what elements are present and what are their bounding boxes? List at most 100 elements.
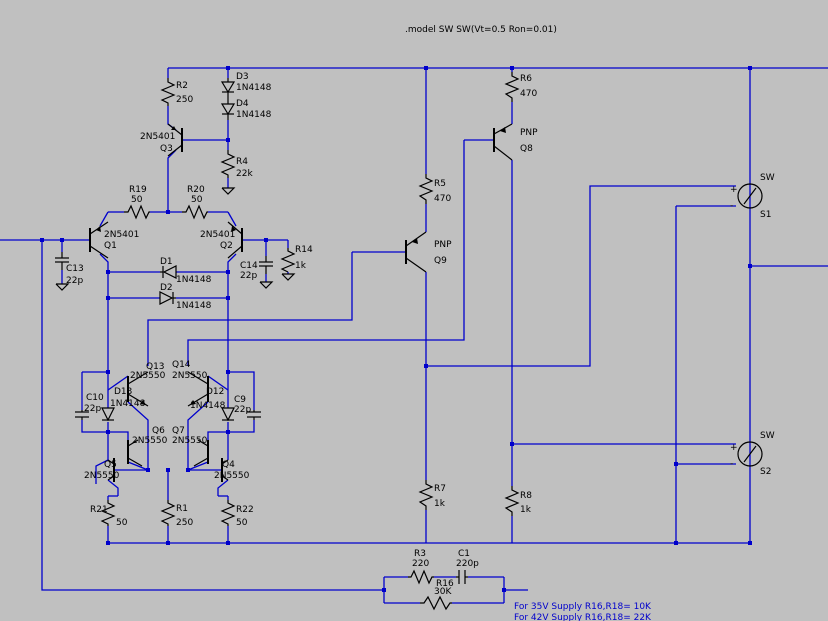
svg-text:Q3: Q3 bbox=[160, 144, 173, 154]
svg-text:R7: R7 bbox=[434, 484, 446, 494]
svg-text:Q4: Q4 bbox=[222, 460, 235, 470]
svg-text:22p: 22p bbox=[234, 405, 251, 415]
svg-text:D1: D1 bbox=[160, 257, 173, 267]
svg-text:Q14: Q14 bbox=[172, 360, 191, 370]
svg-text:1k: 1k bbox=[295, 261, 307, 271]
supply-note-line-1: For 35V Supply R16,R18= 10K bbox=[514, 602, 652, 612]
svg-text:R8: R8 bbox=[520, 491, 532, 501]
switch-s1: + - SW S1 bbox=[730, 173, 775, 220]
diode-d3: D3 1N4148 bbox=[220, 72, 272, 98]
svg-text:SW: SW bbox=[760, 173, 775, 183]
svg-text:1N4148: 1N4148 bbox=[236, 110, 272, 120]
svg-text:C9: C9 bbox=[234, 395, 246, 405]
svg-text:470: 470 bbox=[520, 89, 537, 99]
svg-text:1N4148: 1N4148 bbox=[110, 399, 146, 409]
resistor-r1: R1 250 bbox=[160, 500, 193, 528]
svg-text:Q13: Q13 bbox=[146, 362, 165, 372]
diode-d13: D13 1N4148 bbox=[101, 387, 146, 422]
svg-text:220: 220 bbox=[412, 559, 429, 569]
svg-text:C10: C10 bbox=[86, 393, 104, 403]
resistor-r3: R3 220 bbox=[408, 549, 434, 585]
transistor-q1: 2N5401 Q1 bbox=[89, 221, 139, 259]
diode-d2: D2 1N4148 bbox=[159, 283, 212, 311]
supply-note-line-2: For 42V Supply R16,R18= 22K bbox=[514, 613, 652, 621]
svg-text:Q5: Q5 bbox=[104, 460, 117, 470]
transistor-q14: Q14 2N5550 bbox=[172, 360, 209, 407]
transistor-q2: 2N5401 Q2 bbox=[200, 221, 243, 259]
svg-text:-: - bbox=[730, 459, 733, 469]
diode-d4: D4 1N4148 bbox=[220, 98, 272, 120]
svg-text:Q1: Q1 bbox=[104, 241, 117, 251]
svg-text:1N4148: 1N4148 bbox=[176, 301, 212, 311]
svg-text:R22: R22 bbox=[236, 505, 254, 515]
svg-text:Q8: Q8 bbox=[520, 144, 533, 154]
svg-text:R21: R21 bbox=[90, 505, 108, 515]
svg-text:R19: R19 bbox=[129, 185, 147, 195]
svg-text:30K: 30K bbox=[434, 587, 452, 597]
svg-text:C14: C14 bbox=[240, 261, 258, 271]
resistor-r2: R2 250 bbox=[160, 78, 193, 106]
svg-text:R4: R4 bbox=[236, 157, 248, 167]
svg-text:2N5401: 2N5401 bbox=[140, 132, 175, 142]
svg-text:1k: 1k bbox=[434, 499, 446, 509]
resistor-r14: R14 1k bbox=[280, 245, 313, 281]
svg-text:2N5550: 2N5550 bbox=[130, 371, 166, 381]
svg-text:2N5401: 2N5401 bbox=[200, 230, 235, 240]
svg-text:D3: D3 bbox=[236, 72, 249, 82]
svg-text:50: 50 bbox=[116, 518, 128, 528]
resistor-r20: R20 50 bbox=[182, 185, 208, 220]
svg-text:PNP: PNP bbox=[434, 240, 452, 250]
capacitor-c10: C10 22p bbox=[75, 393, 104, 420]
switch-s2: + - SW S2 bbox=[730, 431, 775, 477]
svg-text:R6: R6 bbox=[520, 74, 532, 84]
svg-text:R20: R20 bbox=[187, 185, 205, 195]
svg-text:1N4148: 1N4148 bbox=[176, 275, 212, 285]
capacitor-c1: C1 220p bbox=[456, 549, 479, 584]
svg-text:50: 50 bbox=[131, 195, 143, 205]
capacitor-c14: C14 22p bbox=[240, 256, 274, 289]
svg-text:R3: R3 bbox=[414, 549, 426, 559]
svg-text:1N4148: 1N4148 bbox=[236, 83, 272, 93]
svg-text:R14: R14 bbox=[295, 245, 313, 255]
transistor-q13: Q13 2N5550 bbox=[127, 362, 166, 407]
capacitor-c13: C13 22p bbox=[55, 252, 84, 291]
resistor-r4: R4 22k bbox=[220, 150, 253, 195]
svg-text:220p: 220p bbox=[456, 559, 479, 569]
transistor-q6: Q6 2N5550 bbox=[127, 426, 168, 467]
resistor-r7: R7 1k bbox=[418, 480, 446, 510]
transistor-q5: Q5 2N5550 bbox=[84, 458, 120, 482]
svg-text:D4: D4 bbox=[236, 99, 249, 109]
svg-text:2N5550: 2N5550 bbox=[172, 371, 208, 381]
transistor-q7: Q7 2N5550 bbox=[172, 426, 209, 467]
resistor-r6: R6 470 bbox=[504, 72, 537, 102]
svg-text:+: + bbox=[730, 185, 738, 195]
svg-text:250: 250 bbox=[176, 518, 193, 528]
svg-text:Q2: Q2 bbox=[220, 241, 233, 251]
svg-text:R16: R16 bbox=[436, 579, 454, 589]
svg-text:Q7: Q7 bbox=[172, 426, 185, 436]
svg-text:PNP: PNP bbox=[520, 128, 538, 138]
svg-text:2N5550: 2N5550 bbox=[84, 471, 120, 481]
svg-text:2N5550: 2N5550 bbox=[172, 436, 208, 446]
svg-text:S1: S1 bbox=[760, 210, 771, 220]
svg-text:S2: S2 bbox=[760, 467, 771, 477]
svg-text:50: 50 bbox=[191, 195, 203, 205]
svg-text:50: 50 bbox=[236, 518, 248, 528]
svg-text:SW: SW bbox=[760, 431, 775, 441]
svg-text:C1: C1 bbox=[458, 549, 470, 559]
resistor-r8: R8 1k bbox=[504, 486, 532, 516]
transistor-q3: 2N5401 Q3 bbox=[140, 123, 183, 157]
svg-text:D13: D13 bbox=[114, 387, 132, 397]
transistor-q4: Q4 2N5550 bbox=[214, 458, 250, 482]
svg-text:+: + bbox=[730, 443, 738, 453]
svg-text:1k: 1k bbox=[520, 505, 532, 515]
svg-text:D12: D12 bbox=[206, 387, 224, 397]
transistor-q8: PNP Q8 bbox=[493, 123, 538, 161]
junction-dots bbox=[40, 66, 752, 592]
svg-text:-: - bbox=[730, 201, 733, 211]
svg-text:R1: R1 bbox=[176, 504, 188, 514]
svg-text:1N4148: 1N4148 bbox=[190, 401, 226, 411]
svg-text:C13: C13 bbox=[66, 264, 84, 274]
transistor-q9: PNP Q9 bbox=[405, 231, 452, 273]
